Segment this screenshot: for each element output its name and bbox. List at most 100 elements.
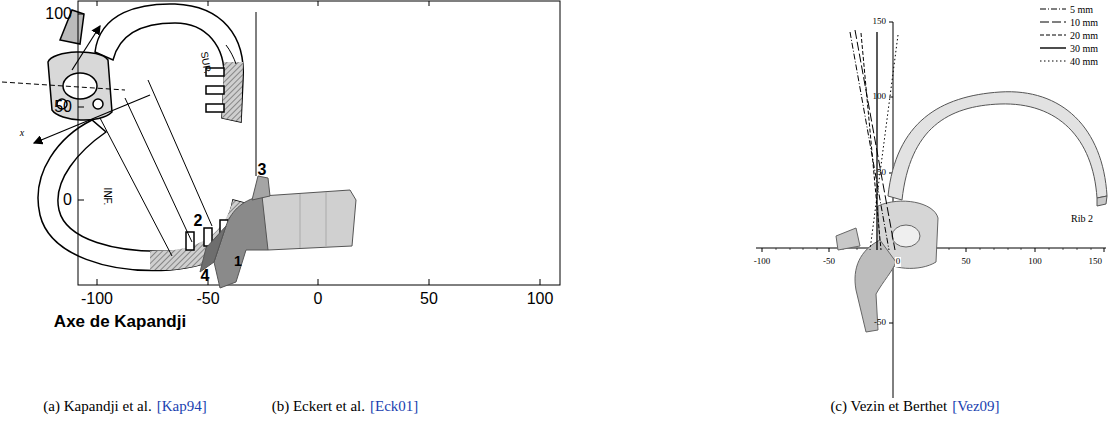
callout-number: 1 <box>234 254 242 269</box>
kapandji-illustration-part <box>95 4 243 122</box>
eckert-plot-part <box>429 279 430 285</box>
eckert-plot-part <box>78 200 84 201</box>
vezin-minor-ticks-part <box>776 248 777 250</box>
tick-label: 50 <box>877 168 886 178</box>
tick-label: 0 <box>314 290 323 308</box>
eckert-vertebra-part <box>200 226 226 272</box>
kapandji-illustration-part <box>93 99 103 109</box>
kapandji-illustration-part <box>34 95 150 143</box>
kapandji-illustration <box>2 4 252 271</box>
eckert-plot-part <box>78 107 84 108</box>
vezin-vertebra-part <box>892 225 920 247</box>
eckert-plot-part <box>318 1 319 6</box>
eckert-vertebra <box>200 176 356 288</box>
vezin-minor-ticks-part <box>1063 248 1064 250</box>
panel-caption: (a) Kapandji et al. <box>43 398 151 415</box>
vezin-axes-part <box>889 323 893 324</box>
vezin-vertebra-part <box>836 228 860 250</box>
tick-label: 50 <box>54 98 72 116</box>
vezin-axes-part <box>1035 248 1036 252</box>
legend-text: 20 mm <box>1070 30 1098 41</box>
vezin-minor-ticks-part <box>1049 248 1050 250</box>
tick-label: 50 <box>962 257 971 267</box>
eckert-plot-part <box>540 279 541 285</box>
legend-line-sample <box>1040 61 1066 62</box>
vezin-axes-part <box>889 97 893 98</box>
eckert-vertebra-part <box>300 194 301 248</box>
figure-title: Axe de Kapandji <box>54 313 186 332</box>
region-label: SUP. <box>199 50 214 74</box>
legend-text: 30 mm <box>1070 43 1098 54</box>
kapandji-illustration-part <box>206 104 224 112</box>
eckert-vertebra-part <box>214 196 268 288</box>
tick-label: 150 <box>1089 257 1103 267</box>
tick-label: 0 <box>895 257 902 267</box>
kapandji-illustration-part <box>48 52 112 120</box>
vezin-axes-part <box>829 248 830 252</box>
eckert-vertebra-part <box>326 192 327 246</box>
vezin-minor-ticks-part <box>1077 248 1078 250</box>
eckert-plot-part <box>256 12 257 176</box>
legend-line-sample <box>1040 35 1066 36</box>
vezin-axes-part <box>966 248 967 252</box>
vezin-minor-ticks-part <box>790 248 791 250</box>
tick-label: 100 <box>1028 257 1042 267</box>
vezin-minor-ticks-part <box>803 248 804 250</box>
vezin-minor-ticks-part <box>1091 248 1092 250</box>
measurement-lines-part <box>861 33 881 250</box>
tick-label: -50 <box>196 290 219 308</box>
legend-text: 10 mm <box>1070 17 1098 28</box>
legend-samples <box>1040 9 1066 61</box>
eckert-plot-part <box>318 279 319 285</box>
callout-number: 3 <box>258 161 267 179</box>
rib-illustration-part <box>888 92 1107 200</box>
callout-number: 2 <box>194 212 203 230</box>
panel-caption: (c) Vezin et Berthet <box>830 398 947 415</box>
eckert-plot-part <box>148 80 212 226</box>
vezin-minor-ticks-part <box>1008 248 1009 250</box>
legend-line-sample <box>1040 47 1066 48</box>
tick-label: 0 <box>63 191 72 209</box>
vezin-axes-part <box>1104 248 1105 252</box>
eckert-plot-part <box>100 118 172 256</box>
kapandji-illustration-part <box>206 86 224 94</box>
eckert-plot-part <box>125 98 192 242</box>
legend-line-sample <box>1040 9 1066 10</box>
citation: [Kap94] <box>157 398 207 415</box>
vezin-axes-part <box>762 248 763 252</box>
measurement-lines-part <box>876 32 877 250</box>
vezin-minor-ticks-part <box>1021 248 1022 250</box>
tick-label: 100 <box>527 290 554 308</box>
measurement-lines-part <box>855 30 895 250</box>
region-label: INF. <box>103 187 114 205</box>
legend-text: 5 mm <box>1070 4 1093 15</box>
kapandji-illustration-part <box>72 26 100 70</box>
rib-illustration <box>888 92 1107 206</box>
eckert-plot-part <box>78 14 84 15</box>
rib-illustration-part <box>1097 196 1107 206</box>
vezin-axes <box>756 22 1106 398</box>
vezin-axes-part <box>889 22 893 23</box>
part-label: Rib 2 <box>1071 213 1093 224</box>
tick-label: 100 <box>45 5 72 23</box>
tick-label: -50 <box>874 318 886 328</box>
kapandji-illustration-part <box>2 82 125 90</box>
vezin-minor-ticks-part <box>980 248 981 250</box>
vezin-vertebra-part <box>855 240 896 332</box>
eckert-plot-part <box>78 1 560 285</box>
measurement-lines <box>850 30 898 250</box>
panel-caption: (b) Eckert et al. <box>272 398 365 415</box>
tick-label: 100 <box>873 92 887 102</box>
citation: [Eck01] <box>370 398 418 415</box>
legend-text: 40 mm <box>1070 56 1098 67</box>
vezin-minor-ticks-part <box>817 248 818 250</box>
legend-line-sample <box>1040 22 1066 23</box>
eckert-plot-part <box>97 279 98 285</box>
kapandji-illustration-part <box>186 232 194 250</box>
citation: [Vez09] <box>952 398 999 415</box>
kapandji-illustration-part <box>222 62 243 122</box>
eckert-vertebra-part <box>252 176 270 200</box>
measurement-lines-part <box>870 35 898 250</box>
axis-letter: x <box>20 127 24 138</box>
tick-label: -100 <box>754 257 771 267</box>
